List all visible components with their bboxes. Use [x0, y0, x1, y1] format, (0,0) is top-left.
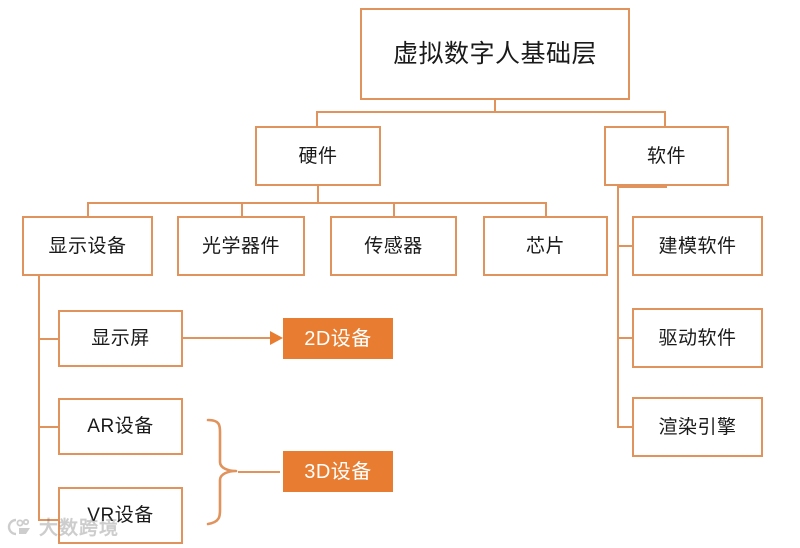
connector-software-spine [617, 186, 619, 428]
node-display-device[interactable]: 显示设备 [22, 216, 153, 276]
node-sensor[interactable]: 传感器 [330, 216, 457, 276]
connector-level3-bar [87, 202, 545, 204]
connector-chip-up [545, 202, 547, 217]
connector-sensor-up [393, 202, 395, 217]
circle-logo-icon [7, 518, 30, 535]
curly-brace-icon [206, 418, 238, 526]
node-render-engine[interactable]: 渲染引擎 [632, 397, 763, 457]
connector-hardware-up [316, 111, 318, 127]
connector-level2-bar [316, 111, 666, 113]
connector-software-spine-top [617, 186, 667, 188]
node-ar-device[interactable]: AR设备 [58, 398, 183, 455]
connector-display-stub-2 [38, 426, 59, 428]
node-chip[interactable]: 芯片 [483, 216, 608, 276]
node-hardware[interactable]: 硬件 [255, 126, 381, 186]
connector-software-up [664, 111, 666, 127]
node-modeling-software[interactable]: 建模软件 [632, 216, 763, 276]
arrow-head-icon [270, 331, 283, 345]
node-screen[interactable]: 显示屏 [58, 310, 183, 367]
node-software[interactable]: 软件 [604, 126, 729, 186]
node-2d-device[interactable]: 2D设备 [283, 318, 393, 359]
connector-software-stub-1 [617, 245, 633, 247]
connector-software-stub-3 [617, 426, 633, 428]
connector-display-spine [38, 276, 40, 521]
connector-software-stub-2 [617, 337, 633, 339]
node-driver-software[interactable]: 驱动软件 [632, 308, 763, 368]
connector-display-stub-1 [38, 338, 59, 340]
connector-brace-to-3d [238, 471, 280, 473]
node-3d-device[interactable]: 3D设备 [283, 451, 393, 492]
connector-hardware-down [317, 186, 319, 203]
connector-display-device-up [87, 202, 89, 217]
connector-screen-to-2d-line [183, 337, 277, 339]
node-root[interactable]: 虚拟数字人基础层 [360, 8, 630, 100]
node-vr-device[interactable]: VR设备 [58, 487, 183, 544]
connector-optical-up [241, 202, 243, 217]
node-optical-component[interactable]: 光学器件 [177, 216, 305, 276]
connector-root-down [494, 100, 496, 112]
connector-display-stub-3 [38, 519, 59, 521]
